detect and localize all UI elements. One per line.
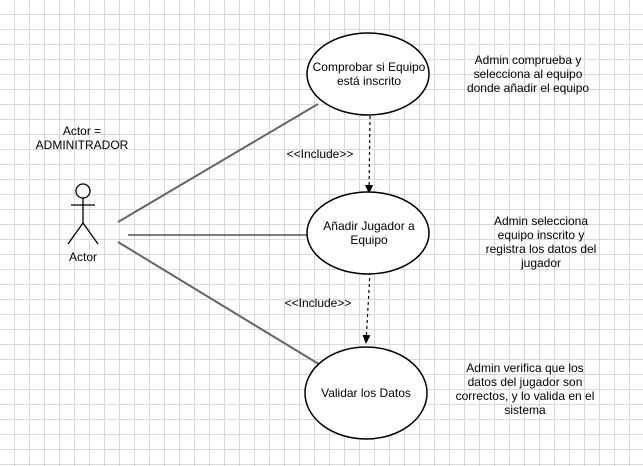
actor-label: Actor (68, 250, 97, 264)
actor-annotation: Actor = ADMINITRADOR (35, 124, 129, 152)
use-case-label-1: Comprobar si Equipo está inscrito (312, 60, 426, 88)
include-arrow-2 (362, 271, 371, 344)
actor-stick-figure[interactable] (67, 183, 99, 245)
use-case-ellipse-2[interactable] (306, 191, 430, 275)
include-label-1: <<Include>> (286, 147, 354, 161)
use-case-ellipse-1[interactable] (306, 32, 430, 116)
include-label-2: <<Include>> (284, 296, 352, 310)
note-1: Admin comprueba y selecciona al equipo d… (466, 53, 590, 95)
association-line-uc1 (117, 103, 319, 223)
use-case-ellipse-3[interactable] (304, 346, 428, 440)
use-case-label-2: Añadir Jugador a Equipo (323, 219, 415, 247)
use-case-label-3: Validar los Datos (321, 386, 411, 400)
note-3: Admin verifica que los datos del jugador… (455, 361, 595, 417)
note-2: Admin selecciona equipo inscrito y regis… (485, 214, 597, 270)
include-arrow-1 (365, 115, 374, 194)
association-line-uc3 (117, 241, 323, 367)
